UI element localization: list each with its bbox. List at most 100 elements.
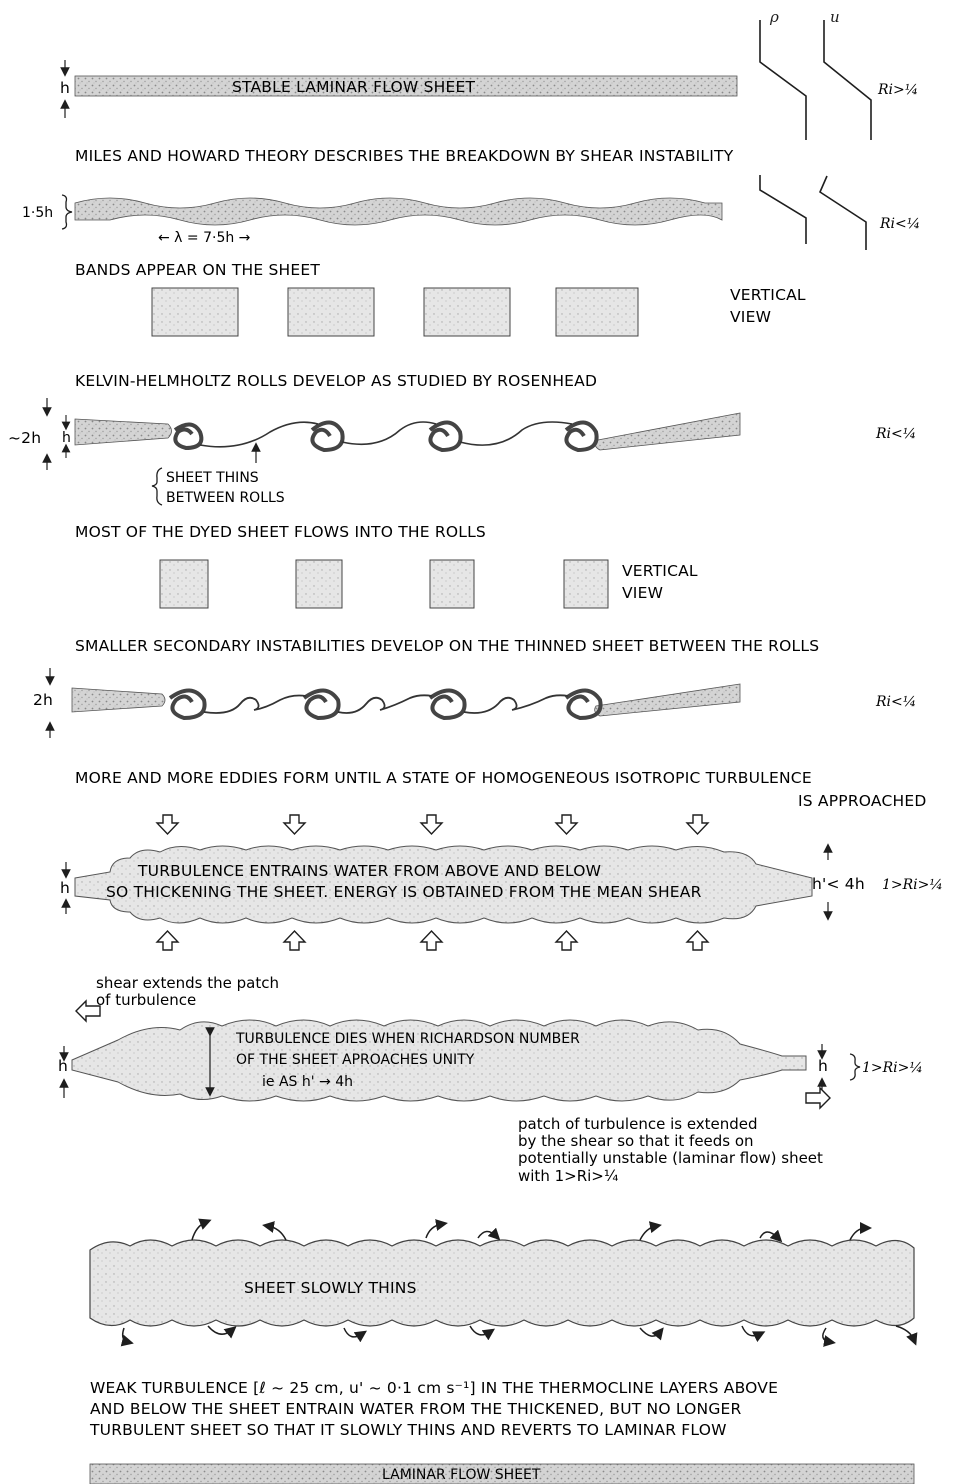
roll xyxy=(566,690,601,718)
eddy-arrow-up xyxy=(478,1231,496,1238)
velocity-profile-unstable xyxy=(820,176,866,250)
eddy-arrow-down xyxy=(123,1328,128,1342)
rolls-vertical-view xyxy=(160,560,608,608)
velocity-profile-stable xyxy=(824,20,871,140)
brace xyxy=(62,195,72,229)
density-profile-unstable xyxy=(760,175,806,244)
thick-sheet xyxy=(90,1240,914,1326)
eddy-arrow-down xyxy=(344,1328,362,1337)
weak-turbulence-text-2: AND BELOW THE SHEET ENTRAIN WATER FROM T… xyxy=(90,1400,742,1418)
ri-partial-label-1: 1>Ri>¼ xyxy=(882,877,943,893)
vertical-view-label-1: VERTICAL xyxy=(730,286,806,304)
bands-vertical-view xyxy=(152,288,638,336)
ri-unstable-label-3: Ri<¼ xyxy=(875,694,916,710)
weak-turbulence-text-3: TURBULENT SHEET SO THAT IT SLOWLY THINS … xyxy=(89,1421,727,1439)
approx-2h-label: ~2h xyxy=(8,429,41,447)
h-label-8r: h xyxy=(818,1057,828,1075)
stage-5-caption: MOST OF THE DYED SHEET FLOWS INTO THE RO… xyxy=(75,523,486,541)
shear-note-2: of turbulence xyxy=(96,991,196,1009)
stage-2-caption: MILES AND HOWARD THEORY DESCRIBES THE BR… xyxy=(75,147,734,165)
patch-note-3: potentially unstable (laminar flow) shee… xyxy=(518,1149,823,1167)
eddy-arrow-up xyxy=(192,1222,206,1240)
turbulent-sheet: TURBULENCE ENTRAINS WATER FROM ABOVE AND… xyxy=(60,846,943,923)
hollow-arrow-down xyxy=(157,815,178,834)
sheet-thins-label-1: SHEET THINS xyxy=(166,470,259,486)
h-label-7: h xyxy=(60,879,70,897)
two-h-label: 2h xyxy=(33,691,53,709)
roll xyxy=(566,422,597,450)
patch-note-1: patch of turbulence is extended xyxy=(518,1115,758,1133)
u-label: u xyxy=(830,8,840,26)
eddy-arrow-up xyxy=(268,1226,286,1240)
hollow-arrow-down xyxy=(687,815,708,834)
shear-note-1: shear extends the patch xyxy=(96,974,279,992)
roll-square xyxy=(160,560,208,608)
secondary-eddy xyxy=(204,696,306,714)
thin-sheet xyxy=(342,422,436,444)
dying-turbulence-patch: TURBULENCE DIES WHEN RICHARDSON NUMBER O… xyxy=(58,1020,923,1108)
hollow-arrow-right xyxy=(806,1088,830,1108)
wavy-sheet xyxy=(75,198,722,225)
vertical-view-label-2: VERTICAL xyxy=(622,562,698,580)
entrainment-arrows-down xyxy=(157,815,708,834)
dies-text-1: TURBULENCE DIES WHEN RICHARDSON NUMBER xyxy=(235,1031,580,1047)
thickness-h-label: h xyxy=(60,79,70,97)
eddy-arrow-down xyxy=(208,1326,232,1334)
dies-text-3: ie AS h' → 4h xyxy=(262,1074,353,1090)
patch-note-2: by the shear so that it feeds on xyxy=(518,1132,754,1150)
eddy-arrow-up xyxy=(426,1224,442,1238)
hollow-arrow-up xyxy=(421,931,442,950)
eddy-arrow-up xyxy=(760,1232,778,1238)
stage-6-caption: SMALLER SECONDARY INSTABILITIES DEVELOP … xyxy=(75,637,819,655)
brace-right xyxy=(850,1054,860,1080)
stage-4-caption: KELVIN-HELMHOLTZ ROLLS DEVELOP AS STUDIE… xyxy=(75,372,597,390)
patch-note-4: with 1>Ri>¼ xyxy=(518,1167,619,1185)
brace-left xyxy=(152,468,162,505)
band xyxy=(556,288,638,336)
sheet-thins-label-2: BETWEEN ROLLS xyxy=(166,490,285,506)
roll xyxy=(430,690,465,718)
h-label-8l: h xyxy=(58,1057,68,1075)
stable-sheet-label: STABLE LAMINAR FLOW SHEET xyxy=(232,78,475,96)
eddy-arrow-down xyxy=(823,1328,830,1342)
eddy-arrow-up xyxy=(850,1228,866,1240)
h-prime-label: h'< 4h xyxy=(812,875,865,893)
sheet-right-wedge xyxy=(595,684,740,716)
sheet-left-wedge xyxy=(75,419,172,445)
thin-sheet xyxy=(460,422,572,445)
final-sheet-label: LAMINAR FLOW SHEET xyxy=(382,1467,541,1483)
wavelength-label: ← λ = 7·5h → xyxy=(158,230,251,246)
h-label-4: h xyxy=(62,430,71,446)
eddy-arrow-up xyxy=(640,1226,656,1240)
entrain-text-1: TURBULENCE ENTRAINS WATER FROM ABOVE AND… xyxy=(137,862,601,880)
entrainment-arrows-up xyxy=(157,931,708,950)
hollow-arrow-down xyxy=(421,815,442,834)
roll xyxy=(175,424,201,448)
dies-text-2: OF THE SHEET APROACHES UNITY xyxy=(236,1052,475,1068)
band xyxy=(152,288,238,336)
stage-1-stable-sheet: STABLE LAMINAR FLOW SHEET h xyxy=(60,60,737,118)
stage-7-caption-1: MORE AND MORE EDDIES FORM UNTIL A STATE … xyxy=(75,769,812,787)
secondary-instabilities: 2h xyxy=(33,668,740,738)
roll xyxy=(312,422,343,450)
stage-7-caption-2: IS APPROACHED xyxy=(798,792,926,810)
sheet-thins-label: SHEET SLOWLY THINS xyxy=(244,1279,417,1297)
hollow-arrow-up xyxy=(556,931,577,950)
hollow-arrow-down xyxy=(556,815,577,834)
ri-unstable-label-2: Ri<¼ xyxy=(875,426,916,442)
kelvin-helmholtz-rolls: ~2h h SHEET THINS BETWEEN ROLLS xyxy=(8,398,740,506)
stage-2-wavy-sheet: 1·5h ← λ = 7·5h → xyxy=(22,195,722,246)
roll xyxy=(430,422,461,450)
band xyxy=(288,288,374,336)
secondary-eddy xyxy=(464,695,568,713)
band xyxy=(424,288,510,336)
one-five-h-label: 1·5h xyxy=(22,205,53,221)
eddy-arrow-down xyxy=(640,1328,660,1336)
roll-square xyxy=(430,560,474,608)
sheet-left-wedge xyxy=(72,688,165,712)
entrain-text-2: SO THICKENING THE SHEET. ENERGY IS OBTAI… xyxy=(106,883,702,901)
hollow-arrow-up xyxy=(687,931,708,950)
sheet-right-wedge xyxy=(595,413,740,450)
weak-turbulence-text-1: WEAK TURBULENCE [ℓ ~ 25 cm, u' ~ 0·1 cm … xyxy=(90,1379,778,1397)
